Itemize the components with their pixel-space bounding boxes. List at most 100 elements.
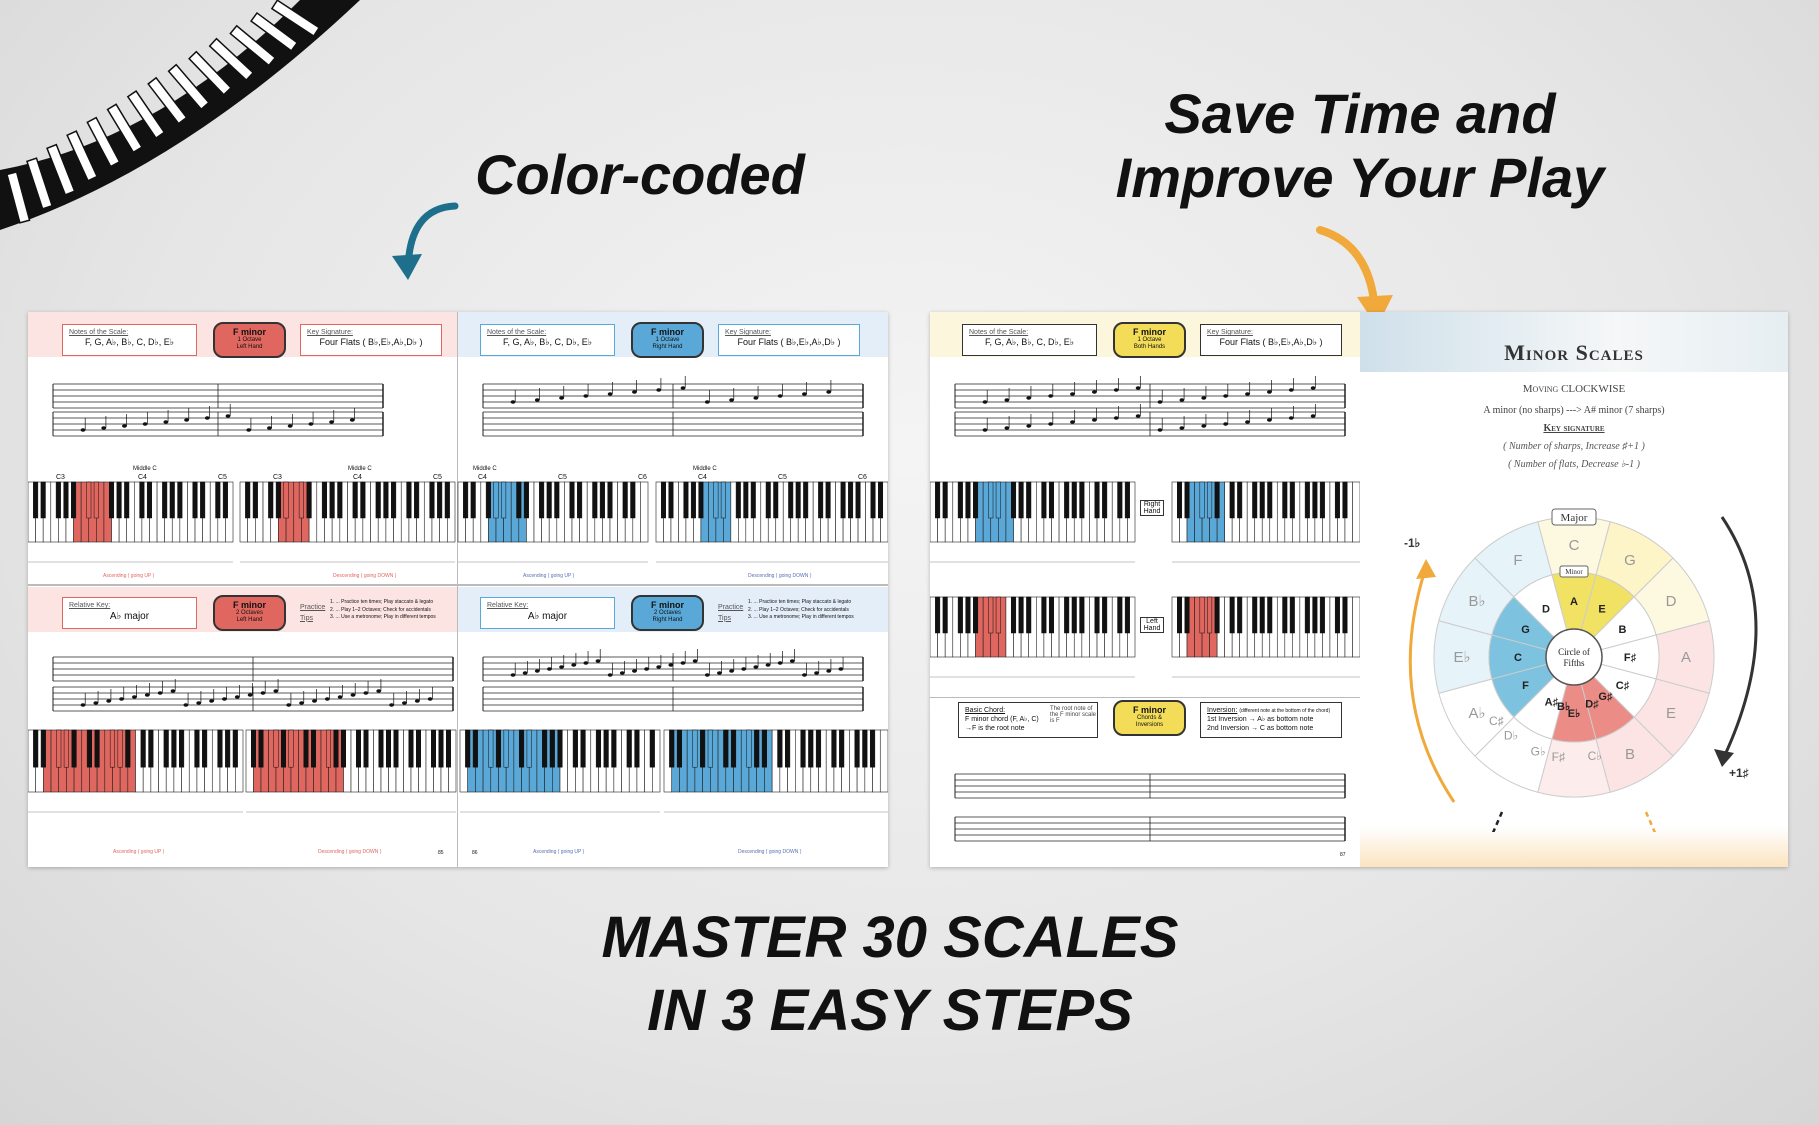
black-key [125, 729, 131, 768]
black-key [194, 729, 200, 768]
black-key [281, 729, 286, 768]
black-key [1184, 596, 1190, 634]
teal-arrow-icon [392, 202, 459, 280]
black-key [707, 729, 713, 768]
black-key [660, 481, 666, 519]
black-key [572, 729, 578, 768]
note [1201, 396, 1207, 400]
note [571, 663, 577, 667]
black-key [1102, 596, 1108, 634]
black-key [995, 481, 1001, 519]
note [583, 661, 589, 665]
arc-key [86, 116, 121, 168]
black-key [1184, 481, 1190, 519]
black-key [825, 481, 831, 519]
black-key [831, 729, 837, 768]
note [595, 659, 601, 663]
orange-arrow-icon [1316, 226, 1393, 327]
outer-key-label: C♯ [1489, 714, 1504, 728]
black-key [1048, 596, 1055, 634]
black-key [163, 729, 169, 768]
save-time-line2: Improve Your Play [1115, 146, 1605, 210]
black-key [518, 729, 525, 768]
black-key [815, 729, 822, 768]
note [308, 422, 314, 426]
outer-key-label: C [1569, 537, 1580, 554]
note [777, 394, 783, 398]
black-key [788, 481, 794, 519]
note [260, 691, 266, 695]
note [1091, 390, 1097, 394]
black-key [942, 596, 948, 634]
black-key [669, 729, 675, 768]
note [1266, 418, 1272, 422]
note [142, 422, 148, 426]
note [729, 669, 734, 673]
note [656, 388, 662, 392]
black-key [217, 729, 223, 768]
black-key [485, 481, 491, 519]
black-key [818, 481, 824, 519]
outer-key-label: B♭ [1468, 593, 1485, 610]
black-key [470, 481, 476, 519]
note [1026, 424, 1032, 428]
black-key [649, 729, 655, 768]
staves-left [28, 376, 888, 813]
inner-key-label: C [1514, 652, 1522, 664]
black-key [1199, 596, 1205, 634]
inner-key-label: D [1542, 604, 1550, 616]
note [209, 699, 214, 703]
note [838, 667, 844, 671]
key-label: C5 [218, 474, 227, 481]
note [547, 667, 552, 671]
practice-tips-2: Practice Tips 1. ... Practice ten times;… [718, 599, 854, 622]
key-label: C3 [56, 474, 65, 481]
notes-box-2: Notes of the Scale: F, G, A♭, B♭, C, D♭,… [480, 324, 615, 356]
staff [954, 773, 1346, 799]
arc-key [106, 103, 143, 154]
black-key [179, 729, 185, 768]
outer-key-label: G♭ [1531, 744, 1546, 758]
black-key [298, 481, 304, 519]
black-key [1334, 596, 1340, 634]
black-key [303, 729, 309, 768]
black-key [957, 596, 963, 634]
note [122, 424, 127, 428]
descending-label: Descending ( going DOWN ) [748, 573, 812, 579]
note [704, 673, 710, 677]
black-key [337, 481, 343, 519]
arc-key [66, 130, 99, 182]
f-minor-right2-pill: F minor 2 Octaves Right Hand [631, 595, 704, 631]
inner-key-label: B [1619, 624, 1627, 636]
staff [482, 686, 864, 712]
black-key [56, 729, 62, 768]
note [1310, 414, 1316, 418]
plus-sharp-label: +1♯ [1729, 766, 1749, 780]
key-signature-box: Key Signature: Four Flats ( B♭,E♭,A♭,D♭ … [300, 324, 442, 356]
black-key [840, 481, 846, 519]
black-key [139, 481, 145, 519]
keyboard [1171, 481, 1360, 563]
note [559, 396, 564, 400]
note [119, 697, 124, 701]
black-key [86, 481, 92, 519]
black-key [116, 481, 122, 519]
black-key [465, 729, 471, 768]
arc-key [229, 24, 277, 67]
note [704, 400, 710, 404]
black-key [995, 596, 1001, 634]
black-key [690, 481, 696, 519]
note [204, 416, 210, 420]
note [680, 386, 686, 390]
key-label: C6 [638, 474, 647, 481]
black-key [746, 729, 752, 768]
relative-key-box-2: Relative Key: A♭ major [480, 597, 615, 629]
black-key [169, 481, 175, 519]
note [1048, 422, 1054, 426]
black-key [988, 481, 994, 519]
black-key [1010, 596, 1017, 634]
note [1048, 394, 1054, 398]
black-key [1010, 481, 1017, 519]
outer-key-label: E♭ [1453, 649, 1470, 666]
keyboard [457, 481, 649, 563]
